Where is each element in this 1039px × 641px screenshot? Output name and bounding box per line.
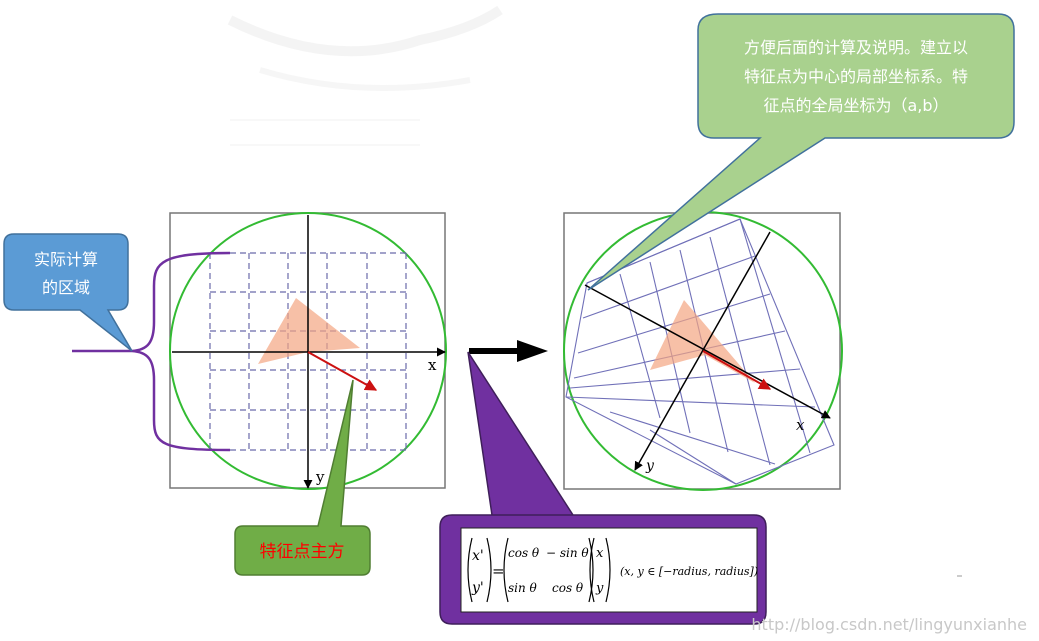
formula-matrix-22: cos θ <box>552 581 584 595</box>
transform-arrow <box>469 340 548 362</box>
formula-rhs-y: y <box>595 581 604 596</box>
callout-coords-line-2: 特征点为中心的局部坐标系。特 <box>744 67 968 86</box>
rotation-formula: x' y' = cos θ − sin θ sin θ cos θ x y (x… <box>467 537 758 603</box>
left-grid <box>209 252 407 451</box>
callout-region <box>3 233 133 352</box>
left-main-direction-arrow <box>307 351 378 391</box>
left-y-label: y <box>315 468 325 486</box>
right-y-axis <box>634 231 771 471</box>
left-x-label: x <box>428 356 437 374</box>
callout-direction <box>234 379 371 576</box>
formula-lhs-x: x' <box>472 548 484 564</box>
callout-coords-line-3: 征点的全局坐标为（a,b） <box>763 96 948 115</box>
formula-matrix-21: sin θ <box>508 581 538 595</box>
formula-matrix-11: cos θ <box>508 546 540 560</box>
left-orientation-wedge <box>258 298 360 364</box>
formula-rhs-x: x <box>596 546 604 561</box>
right-x-label: x <box>796 416 805 434</box>
right-y-label: y <box>645 458 655 474</box>
callout-region-line-1: 实际计算 <box>34 250 98 269</box>
right-panel: x y <box>563 211 843 491</box>
callout-region-line-2: 的区域 <box>42 278 90 297</box>
faded-background-artifact <box>227 5 503 146</box>
left-panel: x y <box>169 212 447 490</box>
formula-condition: (x, y ∈ [−radius, radius]) <box>620 565 758 578</box>
callout-coords-line-1: 方便后面的计算及说明。建立以 <box>744 38 968 57</box>
formula-box <box>460 527 758 613</box>
callout-direction-text: 特征点主方 <box>260 542 345 562</box>
callout-coords <box>587 13 1015 291</box>
left-circle <box>169 212 447 490</box>
formula-equals: = <box>492 562 505 580</box>
watermark: http://blog.csdn.net/lingyunxianhe <box>751 615 1027 634</box>
formula-lhs-y: y' <box>471 580 484 596</box>
right-main-direction-arrow <box>702 350 772 390</box>
formula-matrix-12: − sin θ <box>546 546 589 560</box>
right-x-axis <box>584 284 831 419</box>
